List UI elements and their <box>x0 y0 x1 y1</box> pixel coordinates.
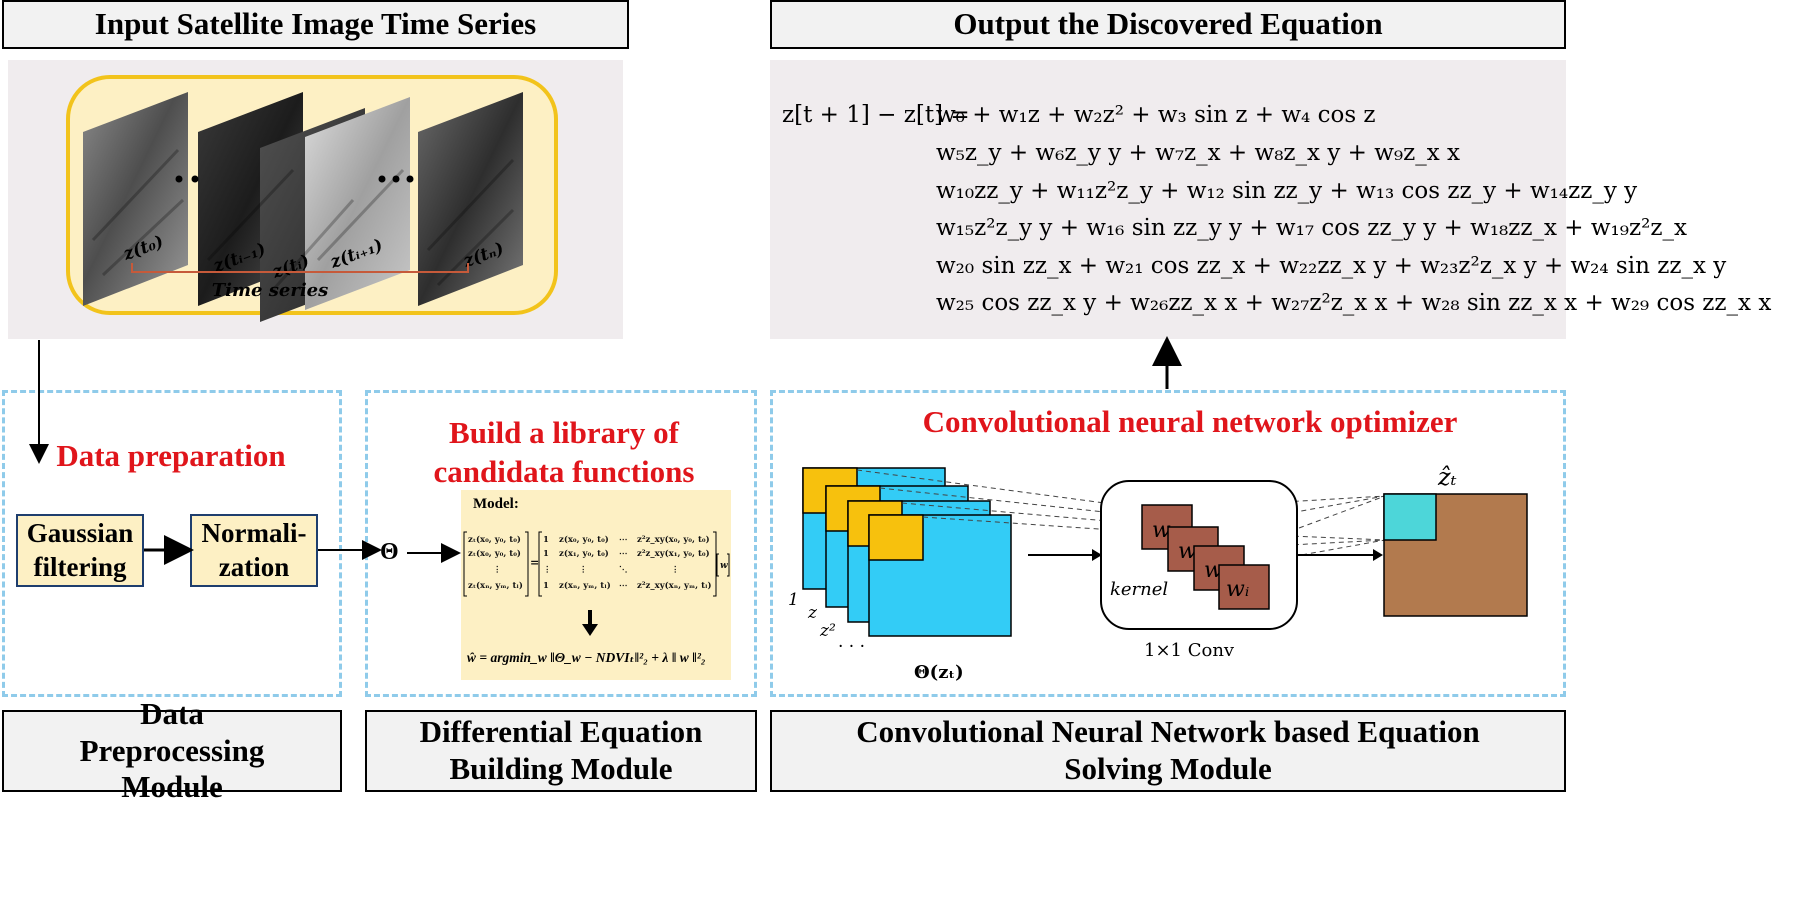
equation-line-2: w₁₀zz_y + w₁₁z²z_y + w₁₂ sin zz_y + w₁₃ … <box>936 178 1638 204</box>
rhs-1-0: 1 <box>543 549 549 559</box>
image-tn <box>418 92 523 306</box>
equation-line-1: w₅z_y + w₆z_y y + w₇z_x + w₈z_x y + w₉z_… <box>936 140 1460 166</box>
feature-label-z2: z² <box>819 621 836 641</box>
feature-label-1: 1 <box>788 590 799 610</box>
image-t0 <box>83 92 188 306</box>
rhs-1-3: z²z_xy(x₁, y₀, t₀) <box>637 548 710 559</box>
rhs-0-3: z²z_xy(x₀, y₀, t₀) <box>637 534 710 545</box>
library-title: Build a library of candidata functions <box>433 415 695 489</box>
kernel-weight-1: w <box>1178 539 1197 564</box>
image-ti+1 <box>305 97 410 310</box>
output-label: ẑₜ <box>1437 463 1457 491</box>
rhs-3-2: ⋯ <box>619 581 628 591</box>
feature-label-z: z <box>807 603 818 623</box>
lhs-row-0: zₜ(x₀, y₀, t₀) <box>468 534 521 545</box>
model-label: Model: <box>473 496 519 512</box>
time-series-label: Time series <box>212 280 329 301</box>
theta-z-label: Θ(zₜ) <box>914 662 964 683</box>
data-preparation-title: Data preparation <box>56 438 286 473</box>
equation-panel: z[t + 1] − z[t] = w₀ + w₁z + w₂z² + w₃ s… <box>770 60 1771 339</box>
rhs-2-3: ⋮ <box>671 564 680 575</box>
kernel-label: kernel <box>1110 579 1168 600</box>
rhs-2-0: ⋮ <box>543 564 552 575</box>
output-equation-header: Output the Discovered Equation <box>770 0 1566 49</box>
equation-line-5: w₂₅ cos zz_x y + w₂₆zz_x x + w₂₇z²z_x x … <box>936 290 1772 316</box>
cnn-optimizer-title: Convolutional neural network optimizer <box>922 404 1458 439</box>
cnn-diagram: 1 z z² · · · Θ(zₜ) w w w wᵢ kernel 1×1 C… <box>788 463 1528 683</box>
rhs-3-0: 1 <box>543 581 549 591</box>
rhs-1-1: z(x₁, y₀, t₀) <box>559 548 609 559</box>
kernel-weight-last: wᵢ <box>1226 577 1249 602</box>
equation-line-0: w₀ + w₁z + w₂z² + w₃ sin z + w₄ cos z <box>936 102 1376 128</box>
lhs-row-1: zₜ(x₀, y₀, t₀) <box>468 548 521 559</box>
feature-maps <box>802 467 1012 637</box>
rhs-1-2: ⋯ <box>619 549 628 559</box>
output-cell <box>1383 493 1437 541</box>
input-series-header: Input Satellite Image Time Series <box>2 0 629 49</box>
w-vector: w <box>720 561 728 571</box>
rhs-3-3: z²z_xy(xₙ, yₘ, tₗ) <box>637 580 712 591</box>
cnn-module <box>770 390 1566 697</box>
svg-text:=: = <box>530 556 539 569</box>
rhs-0-0: 1 <box>543 535 549 545</box>
satellite-image-series: z(t₀) z(tᵢ₋₁) z(tᵢ) z(tᵢ₊₁) z(tₙ) Time s… <box>66 75 558 322</box>
library-card: Model: zₜ(x₀, y₀, t₀) zₜ(x₀, y₀, t₀) ⋮ z… <box>461 490 731 680</box>
cnn-module-header: Convolutional Neural Network based Equat… <box>770 710 1566 792</box>
equation-line-4: w₂₀ sin zz_x + w₂₁ cos zz_x + w₂₂zz_x y … <box>936 253 1727 279</box>
preprocess-module <box>2 390 342 697</box>
lhs-row-2: ⋮ <box>493 564 502 575</box>
building-module-header: Differential Equation Building Module <box>365 710 757 792</box>
objective-formula: ŵ = argmin_w ‖Θ_w − NDVIₜ‖²₂ + λ ‖ w ‖²₂ <box>467 650 706 665</box>
equation-line-3: w₁₅z²z_y y + w₁₆ sin zz_y y + w₁₇ cos zz… <box>936 215 1687 241</box>
library-matrix: zₜ(x₀, y₀, t₀) zₜ(x₀, y₀, t₀) ⋮ zₜ(xₙ, y… <box>463 531 730 636</box>
feature-label-dots: · · · <box>838 637 865 657</box>
equation-lhs: z[t + 1] − z[t] = <box>782 102 970 128</box>
conv-label: 1×1 Conv <box>1144 640 1235 661</box>
rhs-0-1: z(x₀, y₀, t₀) <box>559 534 609 545</box>
normalization-box: Normali- zation <box>190 514 318 587</box>
time-series-bracket <box>131 263 469 273</box>
rhs-0-2: ⋯ <box>619 535 628 545</box>
gaussian-filtering-box: Gaussian filtering <box>16 514 144 587</box>
rhs-2-2: ⋱ <box>619 564 628 575</box>
preprocess-module-header: Data Preprocessing Module <box>2 696 342 804</box>
satellite-panel: z(t₀) z(tᵢ₋₁) z(tᵢ) z(tᵢ₊₁) z(tₙ) Time s… <box>8 60 623 339</box>
rhs-2-1: ⋮ <box>579 564 588 575</box>
theta-symbol: Θ <box>380 539 399 565</box>
lhs-row-3: zₜ(xₙ, yₘ, tₗ) <box>468 580 523 591</box>
kernel-weight-0: w <box>1152 518 1171 543</box>
rhs-3-1: z(xₙ, yₘ, tₗ) <box>559 580 611 591</box>
